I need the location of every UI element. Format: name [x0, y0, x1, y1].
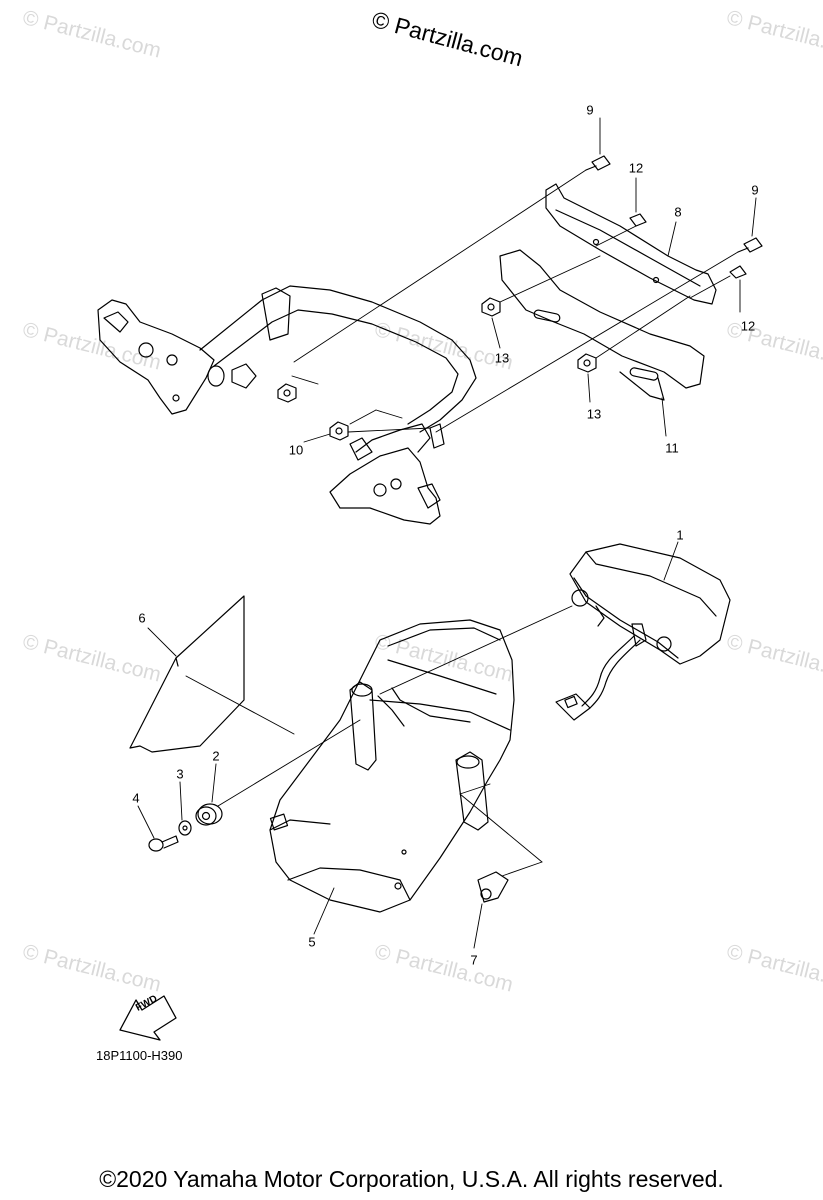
callout-12: 12 [740, 318, 756, 334]
diagram-code: 18P1100-H390 [96, 1048, 183, 1063]
bolt-9-left [585, 155, 611, 171]
forward-arrow-icon [119, 995, 177, 1041]
fastener-parts [277, 155, 763, 441]
callout-5: 5 [308, 934, 316, 950]
bolt-9-right [737, 237, 763, 253]
screw-part-4 [148, 835, 179, 852]
callout-2: 2 [212, 748, 220, 764]
bracket-part-8 [545, 183, 717, 305]
washer-part-3 [178, 820, 192, 836]
callout-13: 13 [586, 406, 602, 422]
nut-10-lower [329, 421, 349, 441]
callout-3: 3 [176, 766, 184, 782]
rear-fender-part-5 [269, 619, 515, 913]
bolt-12-upper [629, 213, 647, 227]
callout-10: 10 [288, 442, 304, 458]
bolt-12-lower [729, 265, 747, 279]
leader-lines-upper [291, 117, 757, 443]
grommet-part-2 [195, 803, 223, 826]
cover-sheet-part-6 [129, 595, 245, 753]
callout-9: 9 [586, 102, 594, 118]
copyright-notice: ©2020 Yamaha Motor Corporation, U.S.A. A… [99, 1166, 724, 1192]
callout-7: 7 [470, 952, 478, 968]
frame-bracket-part [97, 285, 477, 525]
nut-13-lower [577, 353, 597, 373]
callout-9: 9 [751, 182, 759, 198]
tail-light-part-1 [555, 543, 731, 721]
nut-10-upper [277, 383, 297, 403]
callout-8: 8 [674, 204, 682, 220]
callout-11: 11 [665, 440, 679, 456]
callout-4: 4 [132, 790, 140, 806]
callout-6: 6 [138, 610, 146, 626]
callout-1: 1 [676, 527, 684, 543]
callout-13: 13 [494, 350, 510, 366]
callout-12: 12 [628, 160, 644, 176]
bracket-part-11 [499, 249, 705, 401]
clip-part-7 [477, 871, 509, 903]
leader-lines-lower [137, 541, 679, 949]
nut-13-upper [481, 297, 501, 317]
